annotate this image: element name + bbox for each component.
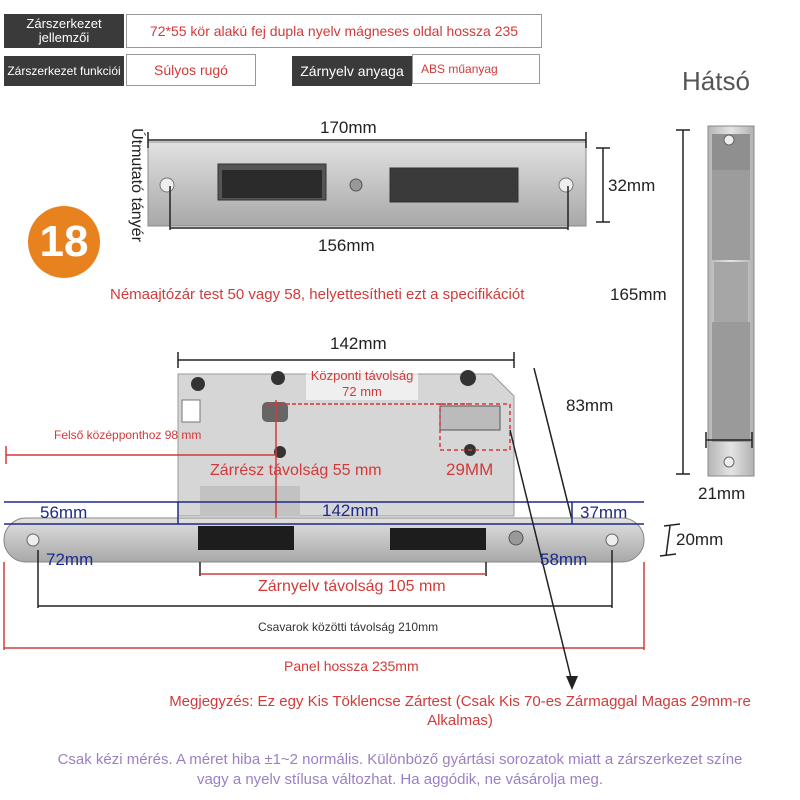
guide-plate-hole-spacing: 156mm	[318, 236, 375, 255]
badge-circle	[28, 206, 100, 278]
remark-arrow	[509, 429, 578, 690]
feature-label: Zárszerkezet jellemzői	[4, 14, 124, 48]
guide-plate	[147, 141, 587, 227]
lock-body-width: 142mm	[330, 334, 387, 353]
faceplate-thickness: 20mm	[676, 530, 724, 549]
faceplate-middle-segment: 142mm	[322, 501, 379, 520]
feature-value: 72*55 kör alakú fej dupla nyelv mágneses…	[126, 14, 542, 48]
tongue-value: ABS műanyag	[412, 54, 540, 84]
lock-body-dimensions	[177, 352, 573, 521]
tongue-label: Zárnyelv anyaga	[292, 56, 412, 86]
function-label: Zárszerkezet funkciói	[4, 56, 124, 86]
guide-plate-label: Útmutató tányér	[128, 128, 145, 242]
panel-length-lines	[3, 562, 645, 650]
faceplate-blue-dimensions	[4, 501, 644, 525]
center-distance: Központi távolság 72 mm	[306, 368, 418, 400]
back-view-width: 21mm	[698, 484, 746, 503]
badge-number: 18	[39, 217, 89, 266]
body-note: Némaajtózár test 50 vagy 58, helyettesít…	[110, 286, 525, 303]
remark: Megjegyzés: Ez egy Kis Töklencse Zártest…	[169, 693, 751, 729]
back-view-plate	[707, 125, 755, 477]
guide-plate-width: 170mm	[320, 118, 377, 137]
lock-body	[177, 370, 515, 517]
faceplate-left-segment: 56mm	[40, 503, 88, 522]
disclaimer: Csak kézi mérés. A méret hiba ±1~2 normá…	[57, 751, 743, 788]
guide-plate-dimensions	[147, 132, 610, 230]
cylinder-size: 29MM	[446, 460, 494, 479]
faceplate-black-dimensions	[37, 523, 681, 608]
back-view-title: Hátsó	[682, 66, 750, 96]
faceplate-right-inner: 58mm	[540, 550, 588, 569]
tongue-distance: Zárnyelv távolság 105 mm	[258, 578, 446, 595]
panel-length: Panel hossza 235mm	[284, 658, 419, 674]
faceplate-left-inner: 72mm	[46, 550, 94, 569]
center-distance-lines	[5, 400, 511, 521]
top-center-distance: Felső középponthoz 98 mm	[54, 428, 202, 442]
function-value: Súlyos rugó	[126, 54, 256, 86]
back-view-dimensions	[676, 129, 753, 475]
lock-body-depth: 83mm	[566, 396, 614, 415]
faceplate-right-segment: 37mm	[580, 503, 628, 522]
guide-plate-height: 32mm	[608, 176, 656, 195]
back-view-height: 165mm	[610, 285, 667, 304]
screw-distance: Csavarok közötti távolság 210mm	[258, 620, 439, 634]
lock-part-distance: Zárrész távolság 55 mm	[210, 462, 382, 479]
faceplate	[3, 517, 645, 563]
